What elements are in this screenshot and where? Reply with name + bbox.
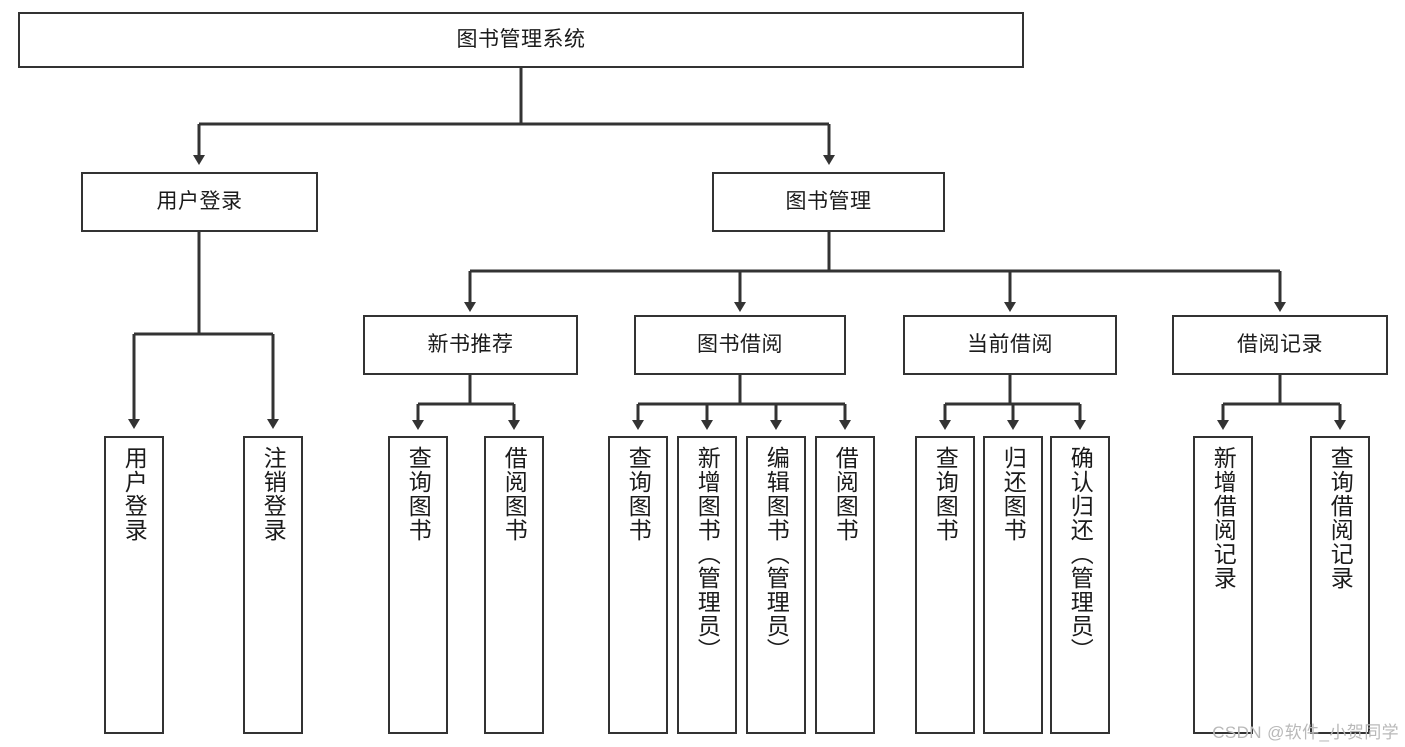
node-leaf-user-login-label: 用户登录 — [121, 446, 148, 542]
node-leaf-logout-login-label: 注销登录 — [260, 446, 287, 542]
node-leaf-edit-book[interactable]: 编辑图书（管理员） — [746, 436, 806, 734]
node-leaf-logout-login[interactable]: 注销登录 — [243, 436, 303, 734]
node-leaf-query-record-label: 查询借阅记录 — [1327, 446, 1354, 590]
node-leaf-borrow-book-2[interactable]: 借阅图书 — [815, 436, 875, 734]
watermark-text: CSDN @软件_小贺同学 — [1212, 723, 1399, 742]
node-leaf-edit-book-label: 编辑图书（管理员） — [763, 446, 790, 662]
node-leaf-add-book[interactable]: 新增图书（管理员） — [677, 436, 737, 734]
node-new-book-recommend[interactable]: 新书推荐 — [363, 315, 578, 375]
node-leaf-query-book-3[interactable]: 查询图书 — [915, 436, 975, 734]
node-leaf-query-book-1[interactable]: 查询图书 — [388, 436, 448, 734]
node-user-login[interactable]: 用户登录 — [81, 172, 318, 232]
node-book-management-label: 图书管理 — [785, 189, 872, 213]
node-root-label: 图书管理系统 — [456, 27, 586, 51]
node-leaf-borrow-book-1-label: 借阅图书 — [501, 446, 528, 542]
node-leaf-query-book-1-label: 查询图书 — [405, 446, 432, 542]
node-leaf-borrow-book-1[interactable]: 借阅图书 — [484, 436, 544, 734]
node-book-borrow[interactable]: 图书借阅 — [634, 315, 846, 375]
node-user-login-label: 用户登录 — [156, 189, 243, 213]
node-leaf-query-record[interactable]: 查询借阅记录 — [1310, 436, 1370, 734]
node-new-book-recommend-label: 新书推荐 — [427, 332, 514, 356]
node-leaf-add-book-label: 新增图书（管理员） — [694, 446, 721, 662]
node-root[interactable]: 图书管理系统 — [18, 12, 1024, 68]
node-borrow-record[interactable]: 借阅记录 — [1172, 315, 1388, 375]
node-leaf-return-book[interactable]: 归还图书 — [983, 436, 1043, 734]
node-leaf-add-record[interactable]: 新增借阅记录 — [1193, 436, 1253, 734]
node-current-borrow[interactable]: 当前借阅 — [903, 315, 1117, 375]
node-leaf-confirm-return[interactable]: 确认归还（管理员） — [1050, 436, 1110, 734]
node-leaf-query-book-2[interactable]: 查询图书 — [608, 436, 668, 734]
node-leaf-user-login[interactable]: 用户登录 — [104, 436, 164, 734]
node-borrow-record-label: 借阅记录 — [1237, 332, 1323, 356]
node-leaf-confirm-return-label: 确认归还（管理员） — [1067, 446, 1094, 662]
node-current-borrow-label: 当前借阅 — [967, 332, 1053, 356]
node-leaf-borrow-book-2-label: 借阅图书 — [832, 446, 859, 542]
node-leaf-return-book-label: 归还图书 — [1000, 446, 1027, 542]
node-leaf-query-book-2-label: 查询图书 — [625, 446, 652, 542]
node-book-management[interactable]: 图书管理 — [712, 172, 945, 232]
node-leaf-add-record-label: 新增借阅记录 — [1210, 446, 1237, 590]
node-book-borrow-label: 图书借阅 — [697, 332, 783, 356]
node-leaf-query-book-3-label: 查询图书 — [932, 446, 959, 542]
